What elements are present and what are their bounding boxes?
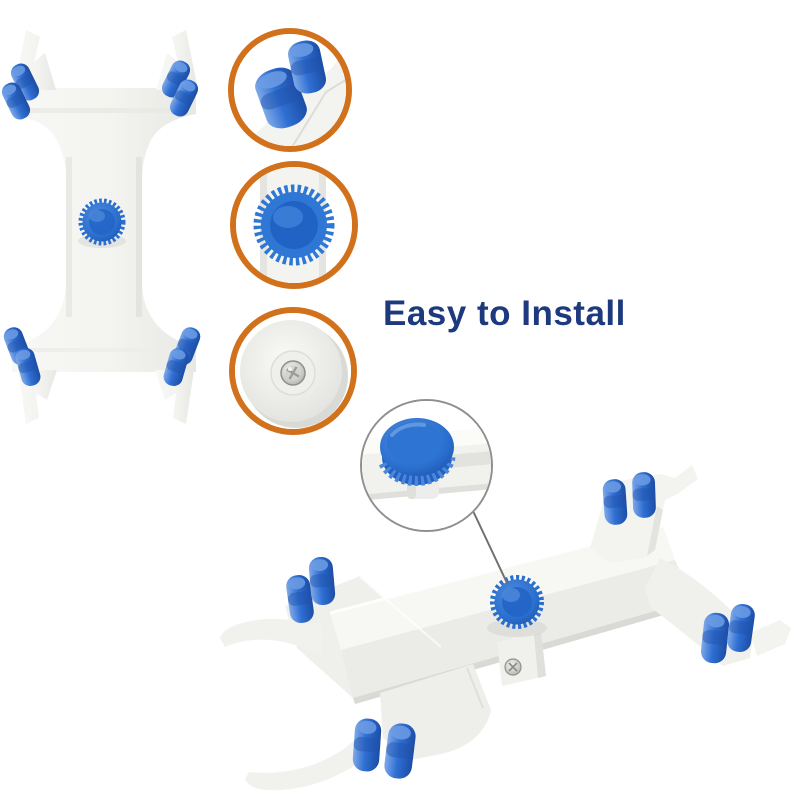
screw-icon — [280, 360, 306, 386]
headline: Easy to Install — [383, 294, 626, 333]
callout-connector-line — [473, 512, 508, 584]
pegs-closeup-icon — [234, 34, 346, 146]
screw-icon-perspective — [504, 658, 522, 676]
clamp-front-view-figure — [0, 30, 203, 424]
callout-knob-front-closeup — [230, 161, 358, 289]
adjustment-knob-perspective — [487, 575, 547, 637]
callout-pegs-closeup — [228, 28, 352, 152]
callout-knob-3d-closeup — [360, 399, 493, 532]
callout-knob-underside-closeup — [229, 307, 357, 435]
clamp-perspective-figure — [220, 465, 791, 791]
knob-front-closeup-icon — [236, 167, 352, 283]
hook-bottom-right — [155, 370, 194, 424]
adjustment-knob — [78, 198, 126, 248]
knob-3d-icon — [362, 401, 491, 530]
knob-underside-icon — [235, 313, 351, 429]
